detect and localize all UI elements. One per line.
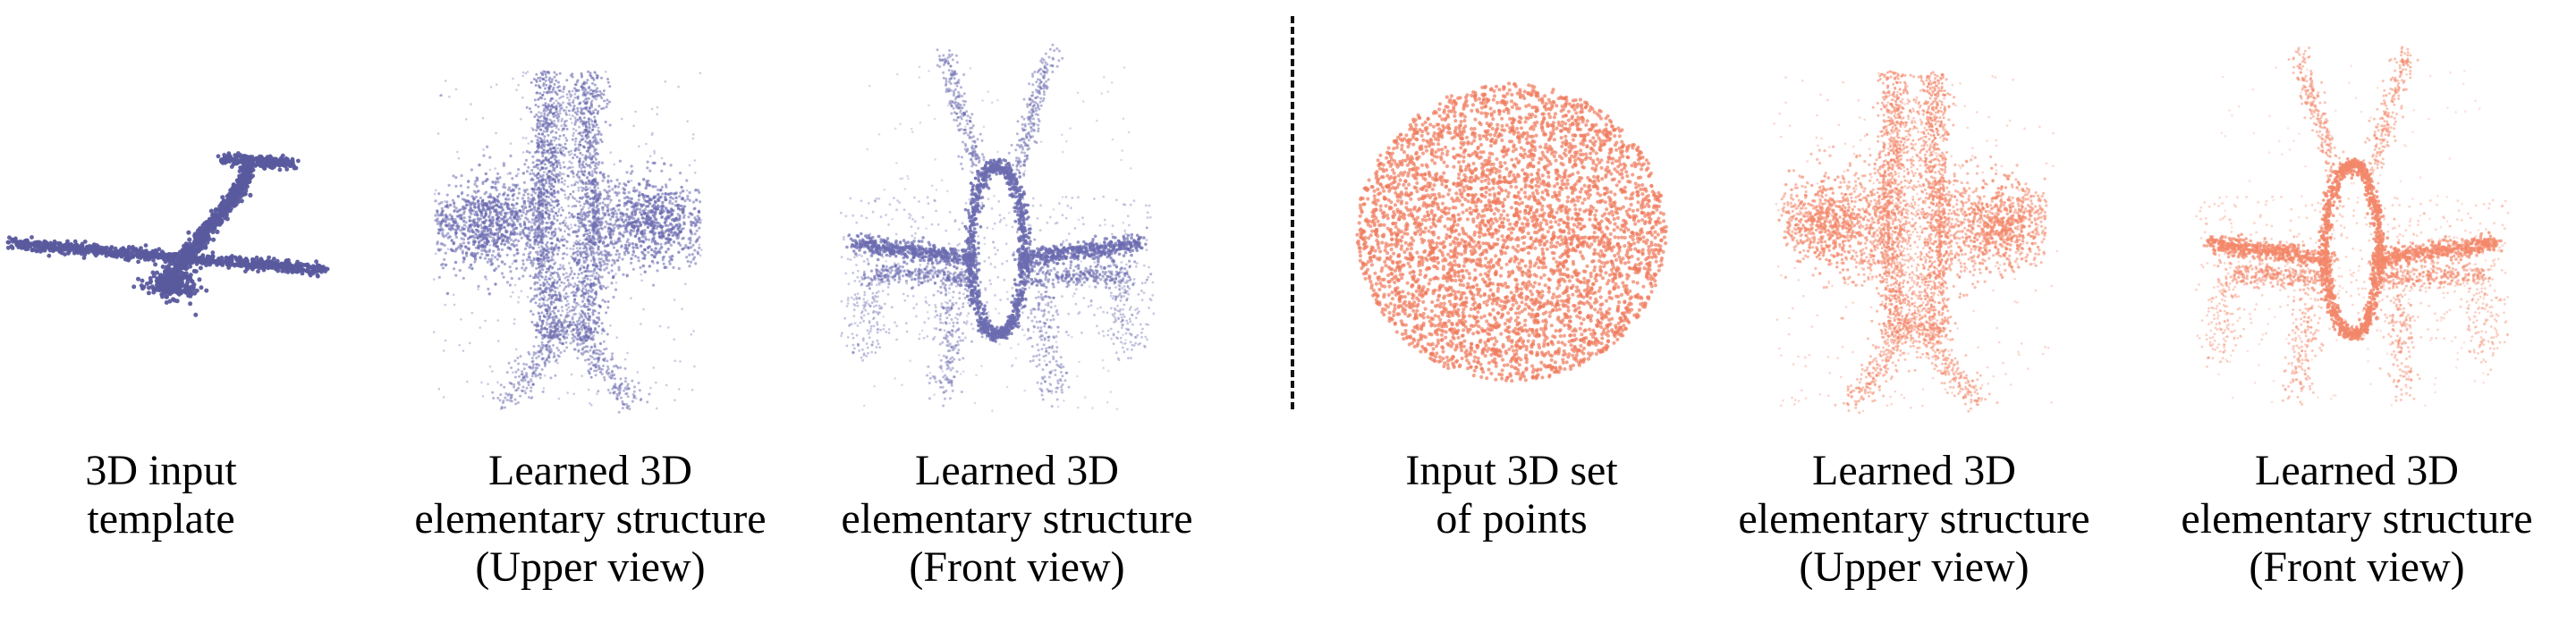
input-point-cloud [1355,81,1668,383]
learned-front-point-cloud [839,43,1156,412]
caption-line: Learned 3D [816,447,1218,495]
caption-line: (Front view) [2151,543,2563,592]
caption-line: (Upper view) [411,543,769,592]
panel-learned-upper-left [407,36,729,429]
dashed-divider [1291,16,1294,409]
caption-line: Learned 3D [1708,447,2120,495]
caption-line: Learned 3D [2151,447,2563,495]
caption-line: (Upper view) [1708,543,2120,592]
caption-line: of points [1368,495,1655,543]
panel-learned-front-left [818,36,1176,429]
learned-front-point-cloud [2195,46,2510,407]
caption-learned-front-left: Learned 3D elementary structure (Front v… [816,447,1218,592]
panel-learned-front-right [2174,36,2531,429]
caption-line: elementary structure [816,495,1218,543]
learned-upper-point-cloud [432,70,703,414]
panel-learned-upper-right [1744,36,2084,429]
caption-learned-front-right: Learned 3D elementary structure (Front v… [2151,447,2563,592]
learned-upper-point-cloud [1773,70,2059,415]
caption-line: elementary structure [1708,495,2120,543]
caption-line: 3D input [18,447,304,495]
panel-template [0,36,340,429]
caption-input-set: Input 3D set of points [1368,447,1655,543]
caption-line: Learned 3D [411,447,769,495]
caption-learned-upper-right: Learned 3D elementary structure (Upper v… [1708,447,2120,592]
caption-line: (Front view) [816,543,1218,592]
caption-line: Input 3D set [1368,447,1655,495]
caption-template: 3D input template [18,447,304,543]
caption-line: elementary structure [411,495,769,543]
template-point-cloud [5,151,330,317]
panel-input-set [1342,36,1682,429]
caption-line: elementary structure [2151,495,2563,543]
caption-line: template [18,495,304,543]
caption-learned-upper-left: Learned 3D elementary structure (Upper v… [411,447,769,592]
